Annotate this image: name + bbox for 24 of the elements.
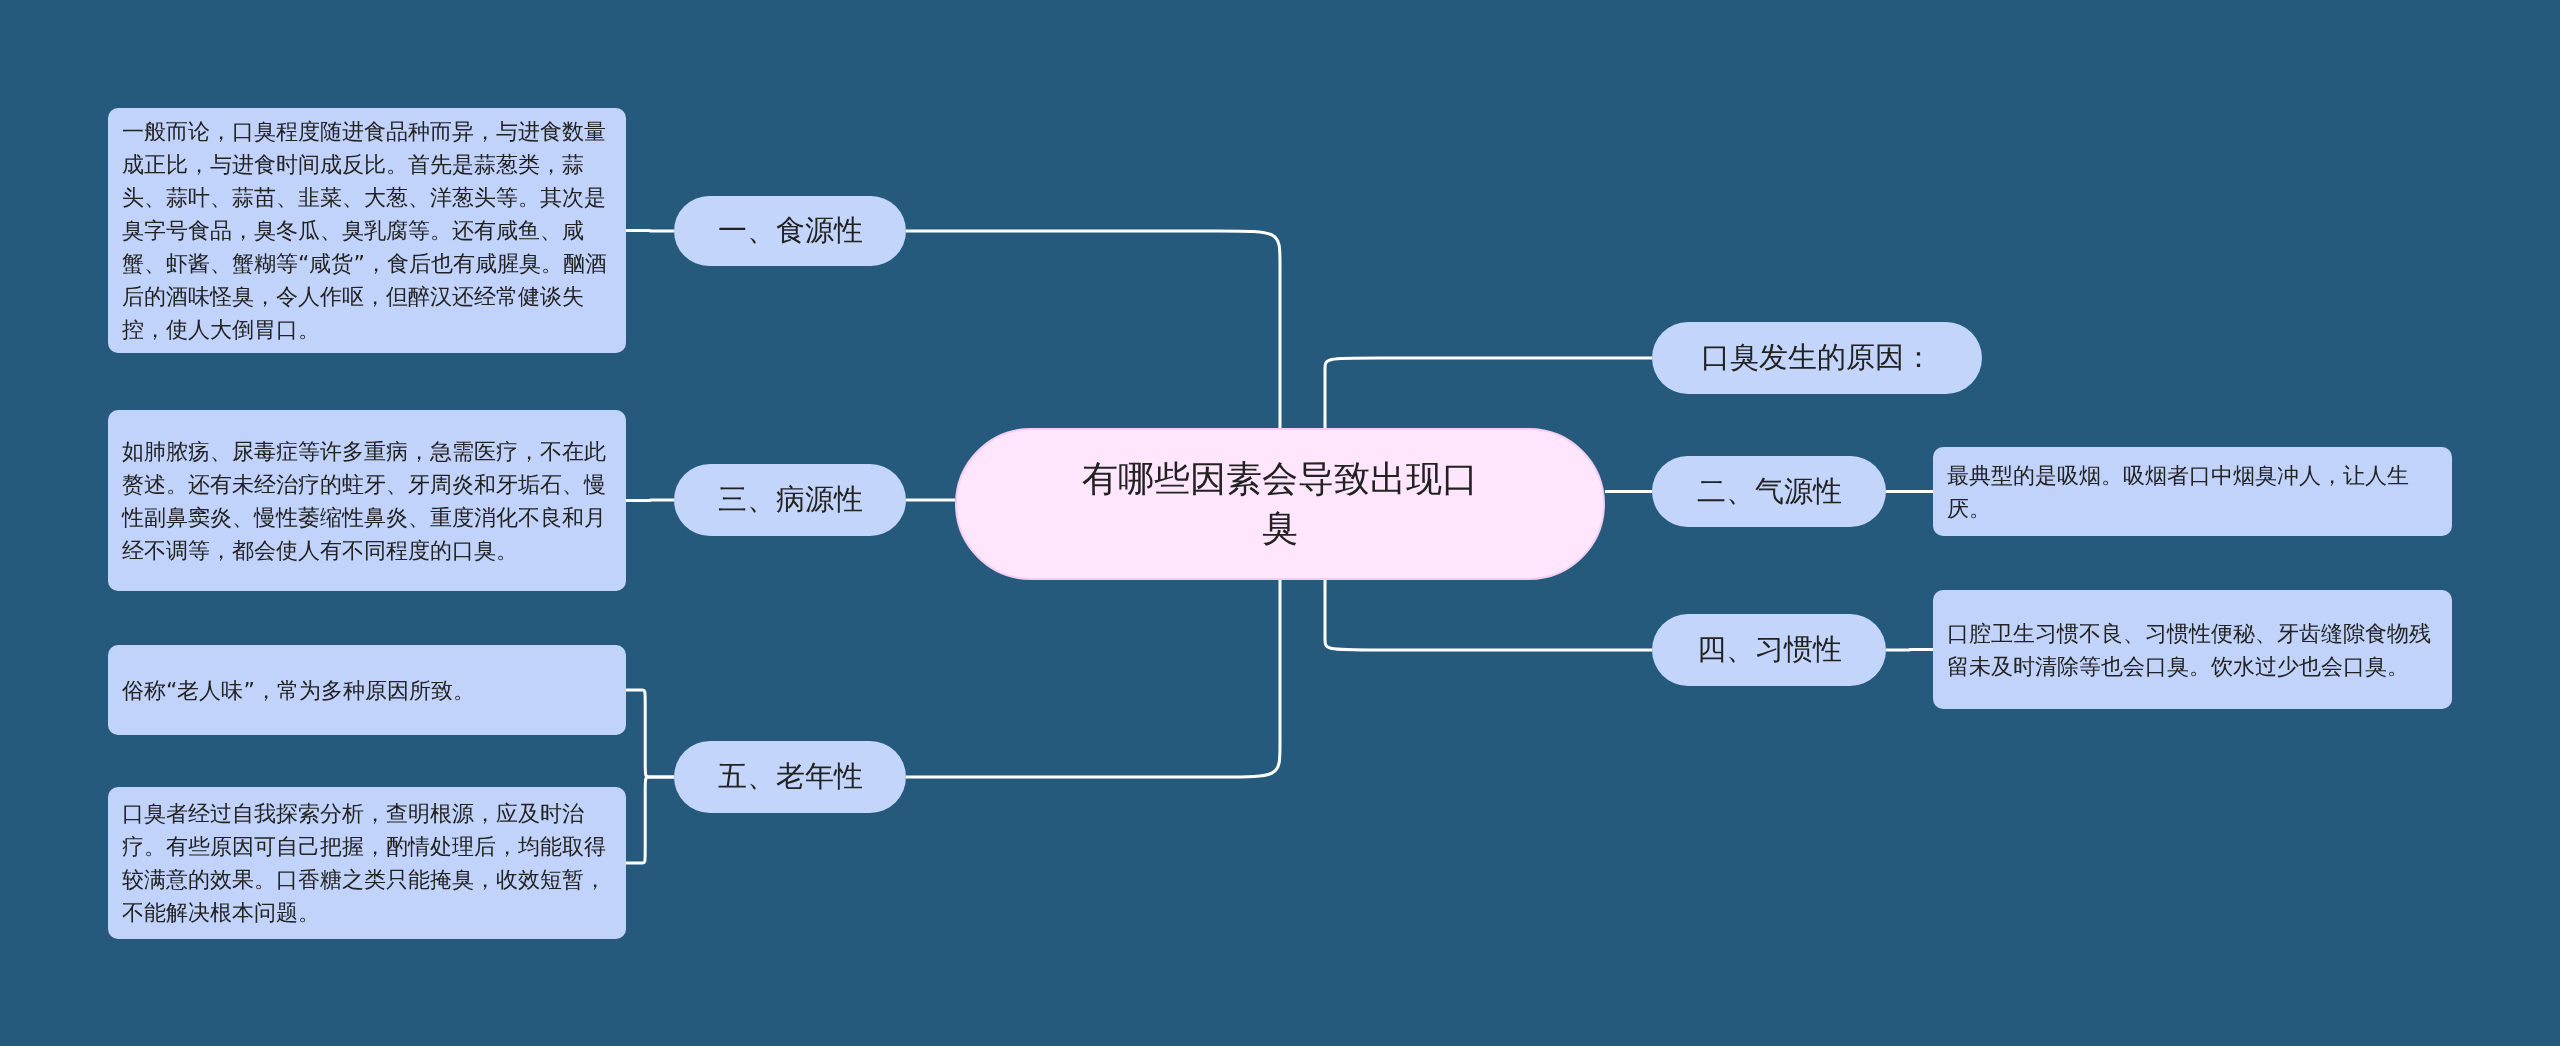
branch-topic: 三、病源性 — [674, 464, 906, 536]
note-card: 俗称“老人味”，常为多种原因所致。 — [108, 645, 626, 735]
connector-line — [1886, 490, 1933, 493]
connector-line — [626, 775, 674, 865]
connector-line — [906, 498, 955, 502]
note-card: 最典型的是吸烟。吸烟者口中烟臭冲人，让人生厌。 — [1933, 447, 2452, 536]
connector-line — [626, 498, 674, 502]
connector-line — [906, 229, 1282, 428]
connector-line — [1323, 580, 1652, 652]
branch-topic: 口臭发生的原因： — [1652, 322, 1982, 394]
note-card: 口腔卫生习惯不良、习惯性便秘、牙齿缝隙食物残留未及时清除等也会口臭。饮水过少也会口臭。 — [1933, 590, 2452, 709]
note-card: 如肺脓疡、尿毒症等许多重病，急需医疗，不在此赘述。还有未经治疗的蛀牙、牙周炎和牙垢石、慢性副鼻窦炎、慢性萎缩性鼻炎、重度消化不良和月经不调等，都会使人有不同程度的口臭。 — [108, 410, 626, 591]
connector-line — [1323, 356, 1652, 428]
note-card: 口臭者经过自我探索分析，查明根源，应及时治疗。有些原因可自己把握，酌情处理后，均能取得较满意的效果。口香糖之类只能掩臭，收效短暂，不能解决根本问题。 — [108, 787, 626, 939]
connector-line — [1886, 648, 1933, 652]
branch-topic: 一、食源性 — [674, 196, 906, 266]
branch-topic: 五、老年性 — [674, 741, 906, 813]
note-card: 一般而论，口臭程度随进食品种而异，与进食数量成正比，与进食时间成反比。首先是蒜葱类，蒜头、蒜叶、蒜苗、韭菜、大葱、洋葱头等。其次是臭字号食品，臭冬瓜、臭乳腐等。还有咸鱼、咸蟹、虾酱、蟹糊等“咸货”，食后也有咸腥臭。酗酒后的酒味怪臭，令人作呕，但醉汉还经常健谈失控，使人大倒胃口。 — [108, 108, 626, 353]
connector-line — [906, 580, 1282, 779]
connector-line — [1605, 490, 1652, 493]
branch-topic: 四、习惯性 — [1652, 614, 1886, 686]
branch-topic: 二、气源性 — [1652, 456, 1886, 527]
connector-line — [626, 229, 674, 233]
central-topic: 有哪些因素会导致出现口臭 — [955, 428, 1605, 580]
